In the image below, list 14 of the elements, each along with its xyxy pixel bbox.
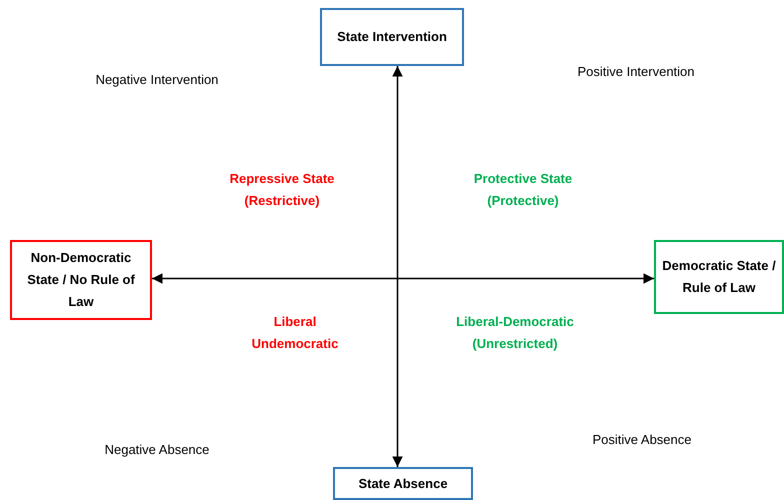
label-box: Democratic State / Rule of Law	[654, 240, 784, 314]
quadrant-label: Liberal-Democratic (Unrestricted)	[455, 313, 575, 353]
corner-label: Negative Absence	[104, 441, 210, 459]
label-box: State Intervention	[320, 8, 464, 66]
corner-label: Negative Intervention	[94, 71, 220, 89]
corner-label: Positive Intervention	[576, 63, 696, 81]
quadrant-label: Liberal Undemocratic	[250, 313, 340, 353]
label-box: Non-Democratic State / No Rule of Law	[10, 240, 152, 320]
corner-label: Positive Absence	[591, 431, 692, 449]
double-arrow	[392, 66, 403, 467]
quadrant-label: Protective State (Protective)	[472, 170, 574, 210]
double-arrow	[152, 273, 654, 284]
quadrant-label: Repressive State (Restrictive)	[228, 170, 336, 210]
label-box: State Absence	[333, 467, 473, 500]
